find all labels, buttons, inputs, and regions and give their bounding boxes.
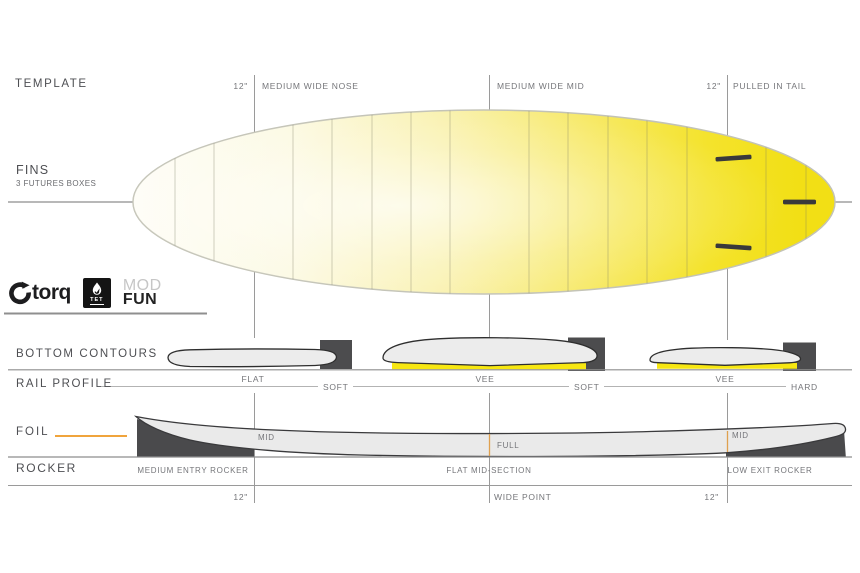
model-line2: FUN	[122, 291, 158, 308]
bottom-contours-label: BOTTOM CONTOURS	[16, 348, 158, 360]
fins-label: FINS	[16, 163, 50, 177]
tet-flame-icon	[92, 282, 102, 295]
foil-profile	[55, 415, 847, 458]
cross-section-mid	[382, 337, 605, 371]
center-fin	[783, 199, 816, 205]
foil-mid-label: FULL	[497, 441, 520, 450]
contour-tail-label: VEE	[715, 374, 735, 384]
mid-template-label: MEDIUM WIDE MID	[497, 81, 585, 91]
rocker-exit-label: LOW EXIT ROCKER	[727, 466, 813, 475]
brand-block: torq TET MOD FUN	[8, 277, 162, 309]
tet-wordmark: TET	[90, 296, 104, 305]
side-fin-bottom	[715, 243, 752, 251]
wide-point-label: WIDE POINT	[494, 492, 552, 502]
foil-nose-label: MID	[258, 433, 275, 442]
rocker-label: ROCKER	[16, 461, 77, 475]
template-label: TEMPLATE	[15, 78, 88, 90]
board-side-profile	[133, 415, 847, 458]
rail-tail-label: HARD	[786, 381, 823, 392]
rocker-entry-label: MEDIUM ENTRY ROCKER	[137, 466, 249, 475]
tail-measure: 12"	[706, 81, 721, 91]
cross-section-nose	[167, 340, 352, 369]
tail-bottom-measure: 12"	[704, 492, 719, 502]
tail-template-label: PULLED IN TAIL	[733, 81, 807, 91]
rail-profile-label: RAIL PROFILE	[16, 378, 113, 390]
board-template	[132, 109, 836, 295]
cross-section-tail	[649, 342, 816, 371]
tet-badge: TET	[82, 278, 111, 308]
nose-bottom-measure: 12"	[233, 492, 248, 502]
rail-nose-label: SOFT	[318, 381, 354, 392]
foil-tail-label: MID	[732, 431, 749, 440]
foil-label: FOIL	[16, 426, 50, 438]
side-fin-top	[715, 154, 752, 162]
torq-wordmark: torq	[32, 281, 71, 304]
nose-measure: 12"	[233, 81, 248, 91]
torq-logo-icon	[9, 281, 31, 305]
contour-nose-label: FLAT	[241, 374, 265, 384]
nose-template-label: MEDIUM WIDE NOSE	[262, 81, 359, 91]
model-line1: MOD	[122, 277, 162, 294]
rocker-mid-label: FLAT MID-SECTION	[446, 466, 532, 475]
model-name: MOD FUN	[122, 277, 162, 308]
contour-mid-label: VEE	[475, 374, 495, 384]
fin-boxes	[715, 154, 816, 251]
fins-sublabel: 3 FUTURES BOXES	[16, 179, 97, 188]
rail-mid-label: SOFT	[569, 381, 605, 392]
